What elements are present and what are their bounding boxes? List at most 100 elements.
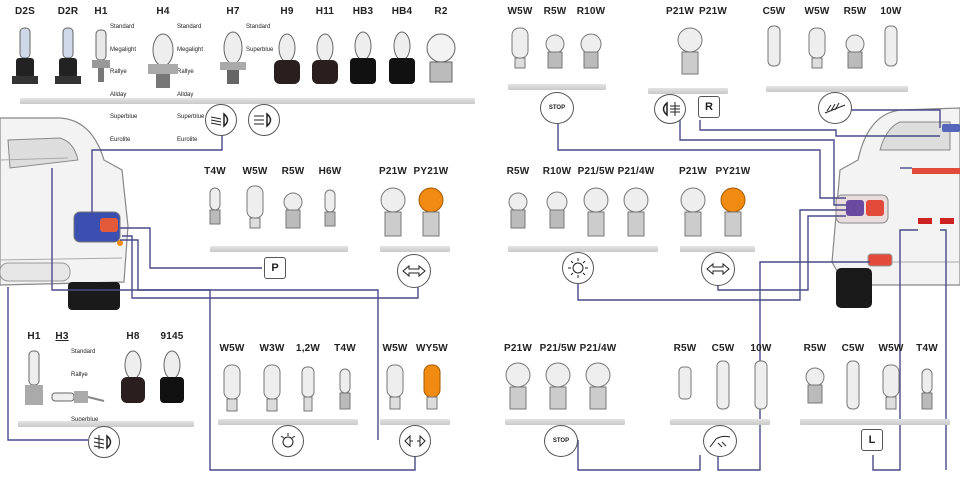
bulb-d2r bbox=[55, 27, 81, 84]
variant-text: Allday bbox=[177, 91, 194, 98]
headlamp-shelf bbox=[20, 98, 475, 104]
rear-fog-shelf bbox=[648, 88, 728, 94]
group-rear-position-bulbs: R5W R10W P21/5W P21/4W bbox=[500, 160, 660, 295]
variant-text: Superblue bbox=[110, 114, 138, 120]
fog-light-icon bbox=[88, 426, 120, 458]
position-symbol bbox=[568, 258, 588, 278]
bulb-label-t4w: T4W bbox=[204, 166, 226, 177]
bulb-label-d2r: D2R bbox=[57, 6, 79, 17]
bulb-t4w bbox=[209, 187, 221, 225]
group-rear-lamp-bulbs: R5W C5W W5W T4W L bbox=[795, 325, 955, 465]
bulb-label-r2: R2 bbox=[434, 6, 448, 17]
boot-symbol bbox=[709, 435, 731, 448]
rear-lamp-shelf bbox=[800, 419, 950, 425]
bulb-label-p21w: P21W bbox=[378, 166, 408, 177]
bulb-py21w bbox=[720, 187, 746, 237]
bulb-label-h1-fog: H1 bbox=[27, 331, 41, 342]
bulb-w5w bbox=[386, 364, 404, 410]
group-headlamp-bulbs: D2S D2R H1 H4 H7 H9 H11 HB3 HB4 R2 Stand… bbox=[0, 0, 475, 143]
bulb-hb3 bbox=[350, 31, 376, 84]
number-plate-shelf bbox=[766, 86, 908, 92]
bulb-label-p21w: P21W bbox=[503, 343, 533, 354]
bulb-w3w bbox=[263, 364, 281, 412]
bulb-p21-4w bbox=[623, 187, 649, 237]
bulb-r10w bbox=[546, 191, 568, 229]
group-high-stop-bulbs: W5W R5W R10W STOP bbox=[500, 0, 610, 125]
bulb-label-t4w: T4W bbox=[916, 343, 938, 354]
bulb-label-1-2w: 1,2W bbox=[295, 343, 321, 354]
high-stop-drawings bbox=[511, 27, 602, 69]
variant-text: Superblue bbox=[246, 46, 274, 53]
position-light-icon bbox=[562, 252, 594, 284]
bulb-label-10w: 10W bbox=[750, 343, 772, 354]
arrows-symbol bbox=[706, 262, 730, 276]
bulb-label-c5w: C5W bbox=[711, 343, 735, 354]
bulb-h6w bbox=[324, 189, 336, 227]
variant-text: Eurolite bbox=[110, 136, 131, 143]
bulb-t4w bbox=[339, 368, 351, 410]
bulb-r2 bbox=[426, 33, 456, 83]
variant-text: Standard bbox=[246, 24, 271, 30]
bulb-p21w bbox=[505, 362, 531, 410]
bulb-r5w bbox=[845, 34, 865, 69]
variant-text: Megalight bbox=[177, 46, 204, 53]
rear-fog-symbol bbox=[662, 101, 680, 117]
bulb-label-h9: H9 bbox=[280, 6, 294, 17]
group-side-indicator-bulbs: W5W WY5W bbox=[375, 325, 455, 465]
bulb-10w bbox=[754, 360, 768, 410]
bulb-label-r5w: R5W bbox=[843, 6, 867, 17]
h7-variants: Standard Superblue bbox=[246, 9, 273, 69]
bulb-label-p21-5w: P21/5W bbox=[577, 166, 615, 177]
rear-lamp-drawings bbox=[805, 360, 933, 410]
bulb-label-h11: H11 bbox=[315, 6, 335, 17]
group-parking-bulbs: T4W W5W R5W H6W P bbox=[200, 160, 350, 285]
bulb-w5w bbox=[808, 27, 826, 69]
bulb-label-9145: 9145 bbox=[160, 331, 184, 342]
front-indicator-drawings bbox=[380, 187, 444, 237]
bulb-p21-5w bbox=[545, 362, 571, 410]
group-boot-light-bulbs: R5W C5W 10W bbox=[665, 325, 775, 465]
indicator-arrows-icon bbox=[397, 254, 431, 288]
bulb-label-hb4: HB4 bbox=[391, 6, 413, 17]
group-front-indicator-bulbs: P21W PY21W bbox=[375, 160, 455, 305]
bulb-c5w bbox=[716, 360, 730, 410]
fog-bulb-drawings bbox=[25, 350, 184, 405]
bulb-p21w bbox=[380, 187, 406, 237]
bulb-r10w bbox=[580, 33, 602, 69]
fog-shelf bbox=[18, 421, 194, 427]
h4-variants: Standard Megalight Rallye Allday Superbl… bbox=[177, 9, 204, 159]
bulb-r5w bbox=[508, 192, 528, 229]
variant-text: Allday bbox=[110, 91, 127, 98]
variant-text: Rallye bbox=[110, 69, 127, 75]
bulb-label-c5w: C5W bbox=[762, 6, 786, 17]
rear-fog-drawings bbox=[677, 27, 703, 75]
low-beam-icon bbox=[205, 104, 237, 136]
bulb-label-r5w: R5W bbox=[803, 343, 827, 354]
bulb-h1 bbox=[92, 29, 110, 82]
connection-lines bbox=[7, 109, 947, 471]
group-interior-bulbs: W5W W3W 1,2W T4W bbox=[210, 325, 360, 465]
bulb-h11 bbox=[312, 33, 338, 84]
bulb-r5w bbox=[805, 367, 825, 404]
rear-indicator-drawings bbox=[680, 187, 746, 237]
variant-text: Rallye bbox=[177, 69, 194, 75]
bulb-9145 bbox=[160, 350, 184, 403]
bulb-10w bbox=[884, 25, 898, 67]
bulb-label-h1: H1 bbox=[94, 6, 108, 17]
bulb-label-p21-4w: P21/4W bbox=[617, 166, 655, 177]
bulb-py21w bbox=[418, 187, 444, 237]
parking-bulb-drawings bbox=[209, 185, 336, 229]
high-stop-shelf bbox=[508, 84, 606, 90]
stop-lamp-shelf bbox=[505, 419, 625, 425]
variant-text: Eurolite bbox=[177, 136, 198, 143]
bulb-label-r10w: R10W bbox=[542, 166, 572, 177]
bulb-label-r5w: R5W bbox=[506, 166, 530, 177]
stop-light-icon: STOP bbox=[544, 425, 578, 457]
bulb-label-p21w: P21W bbox=[678, 166, 708, 177]
side-indicator-shelf bbox=[380, 419, 450, 425]
variant-text: Superblue bbox=[177, 114, 205, 120]
variant-text: Standard bbox=[177, 24, 202, 30]
group-number-plate-bulbs: C5W W5W R5W 10W bbox=[760, 0, 910, 125]
bulb-hb4 bbox=[389, 31, 415, 84]
